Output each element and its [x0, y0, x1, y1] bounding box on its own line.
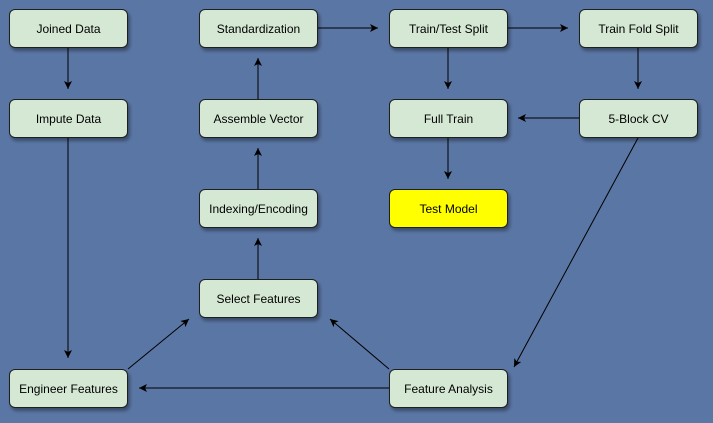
edge-engineer-to-select [127, 318, 190, 370]
node-full-train[interactable]: Full Train [389, 99, 508, 138]
node-label: Full Train [423, 111, 474, 126]
edge-analysis-to-select [329, 318, 390, 370]
node-label: Train/Test Split [409, 21, 488, 36]
node-joined-data[interactable]: Joined Data [9, 9, 128, 48]
node-select-features[interactable]: Select Features [199, 279, 318, 318]
node-label: Impute Data [35, 111, 102, 126]
node-label: Indexing/Encoding [209, 201, 308, 216]
node-label: Engineer Features [19, 381, 118, 396]
node-label: Select Features [216, 291, 301, 306]
node-train-test-split[interactable]: Train/Test Split [389, 9, 508, 48]
node-label: Test Model [419, 201, 478, 216]
node-assemble-vector[interactable]: Assemble Vector [199, 99, 318, 138]
node-test-model[interactable]: Test Model [389, 189, 508, 228]
node-impute-data[interactable]: Impute Data [9, 99, 128, 138]
node-label: Joined Data [36, 21, 101, 36]
node-train-fold-split[interactable]: Train Fold Split [579, 9, 698, 48]
node-engineer-features[interactable]: Engineer Features [9, 369, 128, 408]
node-feature-analysis[interactable]: Feature Analysis [389, 369, 508, 408]
node-label: Standardization [216, 21, 301, 36]
node-five-block-cv[interactable]: 5-Block CV [579, 99, 698, 138]
node-label: Assemble Vector [213, 111, 304, 126]
node-standardization[interactable]: Standardization [199, 9, 318, 48]
node-indexing-encoding[interactable]: Indexing/Encoding [199, 189, 318, 228]
node-label: 5-Block CV [608, 111, 669, 126]
node-label: Train Fold Split [598, 21, 679, 36]
edge-cv-to-analysis [513, 137, 639, 368]
node-label: Feature Analysis [404, 381, 493, 396]
